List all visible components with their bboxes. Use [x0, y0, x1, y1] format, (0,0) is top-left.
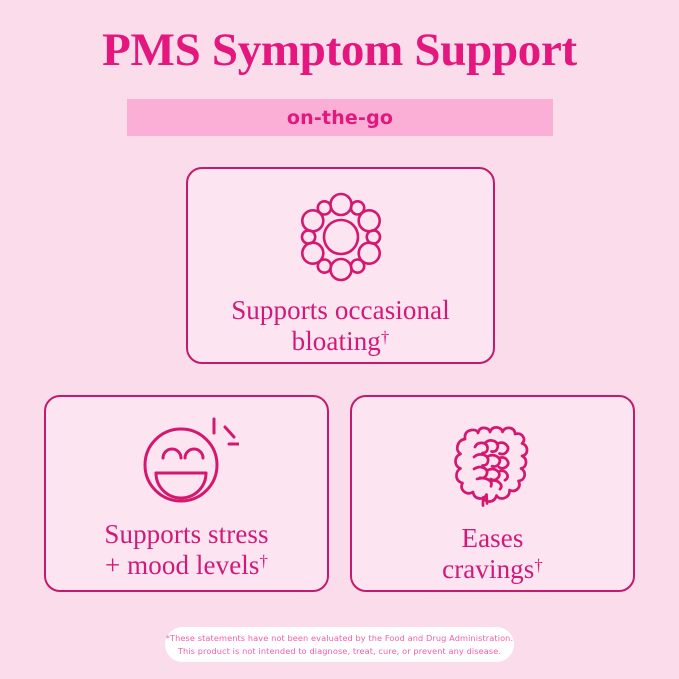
benefit-card-stress-mood: Supports stress + mood levels†: [44, 395, 329, 592]
benefit-card-label: Eases cravings†: [442, 523, 543, 584]
benefit-label-line1: Supports stress: [104, 519, 269, 549]
benefit-card-cravings: Eases cravings†: [350, 395, 635, 592]
disclaimer-line-2: This product is not intended to diagnose…: [177, 645, 502, 656]
banner-label: on-the-go: [286, 106, 394, 129]
benefit-card-label: Supports stress + mood levels†: [104, 519, 268, 580]
dagger-symbol: †: [380, 326, 390, 346]
intestine-icon: [447, 413, 539, 513]
fda-disclaimer: *These statements have not been evaluate…: [165, 627, 514, 662]
benefit-card-label: Supports occasional bloating†: [231, 295, 450, 356]
header: PMS Symptom Support: [0, 22, 679, 79]
benefit-label-line2: + mood levels: [105, 549, 260, 580]
benefit-label-line2: bloating: [291, 325, 381, 356]
bubbles-cluster-icon: [293, 187, 389, 287]
page-title: PMS Symptom Support: [102, 24, 577, 76]
benefit-label-line2: cravings: [442, 553, 535, 584]
dagger-symbol: †: [259, 550, 268, 570]
benefit-label-line1: Supports occasional: [231, 295, 450, 325]
benefit-label-line1: Eases: [461, 523, 524, 553]
on-the-go-banner: on-the-go: [127, 99, 553, 136]
dagger-symbol: †: [534, 554, 543, 574]
benefit-card-bloating: Supports occasional bloating†: [186, 167, 495, 364]
smiling-face-icon: [135, 409, 239, 513]
disclaimer-line-1: *These statements have not been evaluate…: [165, 632, 514, 643]
